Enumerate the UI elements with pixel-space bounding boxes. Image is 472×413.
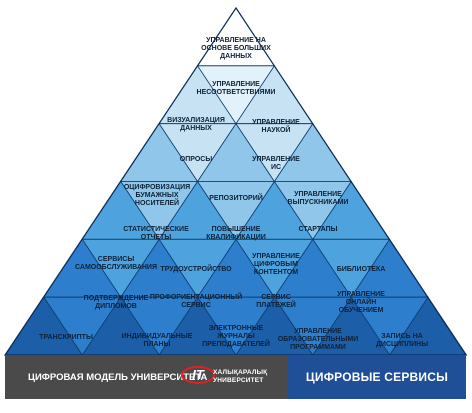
label-diplomas: ПОДТВЕРЖДЕНИЕ ДИПЛОМОВ	[83, 295, 149, 310]
svg-text:IT: IT	[192, 367, 205, 382]
label-surveys: ОПРОСЫ	[179, 156, 213, 163]
label-qualification: ПОВЫШЕНИЕ КВАЛИФИКАЦИИ	[206, 226, 266, 241]
label-online-learning: УПРАВЛЕНИЕ ОНЛАЙН ОБУЧЕНИЕМ	[337, 291, 385, 314]
label-e-journals: ЭЛЕКТРОННЫЕ ЖУРНАЛЫ ПРЕПОДАВАТЕЛЕЙ	[202, 325, 270, 348]
university-name: ХАЛЫҚАРАЛЫҚ УНИВЕРСИТЕТ	[213, 369, 267, 384]
label-data-viz: ВИЗУАЛИЗАЦИЯ ДАННЫХ	[167, 117, 225, 132]
digital-model-title: ЦИФРОВАЯ МОДЕЛЬ УНИВЕРСИТЕТА	[28, 372, 208, 383]
label-career-service: ПРОФОРИЕНТАЦИОННЫЙ СЕРВИС	[149, 294, 243, 309]
label-digitization: ОЦИФРОВИЗАЦИЯ БУМАЖНЫХ НОСИТЕЛЕЙ	[123, 184, 191, 207]
label-graduates: УПРАВЛЕНИЕ ВЫПУСКНИКАМИ	[287, 191, 349, 206]
label-individual-plans: ИНДИВИДУАЛЬНЫЕ ПЛАНЫ	[121, 333, 193, 348]
label-is-management: УПРАВЛЕНИЕ ИС	[252, 156, 300, 171]
label-science: УПРАВЛЕНИЕ НАУКОЙ	[252, 119, 300, 134]
label-transcripts: ТРАНСКРИПТЫ	[39, 334, 93, 341]
label-repository: РЕПОЗИТОРИЙ	[209, 195, 263, 202]
label-startups: СТАРТАПЫ	[298, 226, 338, 233]
university-name-line1: ХАЛЫҚАРАЛЫҚ	[213, 369, 268, 376]
label-course-enrollment: ЗАПИСЬ НА ДИСЦИПЛИНЫ	[375, 333, 429, 348]
university-name-line2: УНИВЕРСИТЕТ	[213, 376, 264, 384]
footer-model-panel	[5, 355, 288, 399]
label-employment: ТРУДОУСТРОЙСТВО	[160, 266, 232, 273]
university-logo-icon: IT	[181, 366, 215, 384]
footer-services-panel	[288, 355, 466, 399]
label-stat-reports: СТАТИСТИЧЕСКИЕ ОТЧЕТЫ	[123, 226, 189, 241]
label-self-service: СЕРВИСЫ САМООБСЛУЖИВАНИЯ	[75, 256, 157, 271]
label-payments: СЕРВИС ПЛАТЕЖЕЙ	[256, 294, 296, 309]
label-library: БИБЛИОТЕКА	[336, 266, 386, 273]
label-digital-content: УПРАВЛЕНИЕ ЦИФРОВЫМ КОНТЕНТОМ	[252, 253, 300, 276]
label-edu-programs: УПРАВЛЕНИЕ ОБРАЗОВАТЕЛЬНЫМИ ПРОГРАММАМИ	[277, 328, 359, 351]
label-nonconformity: УПРАВЛЕНИЕ НЕСООТВЕТСТВИЯМИ	[196, 81, 276, 96]
label-big-data: УПРАВЛЕНИЕ НА ОСНОВЕ БОЛЬШИХ ДАННЫХ	[201, 37, 271, 60]
digital-services-title: ЦИФРОВЫЕ СЕРВИСЫ	[305, 370, 449, 384]
